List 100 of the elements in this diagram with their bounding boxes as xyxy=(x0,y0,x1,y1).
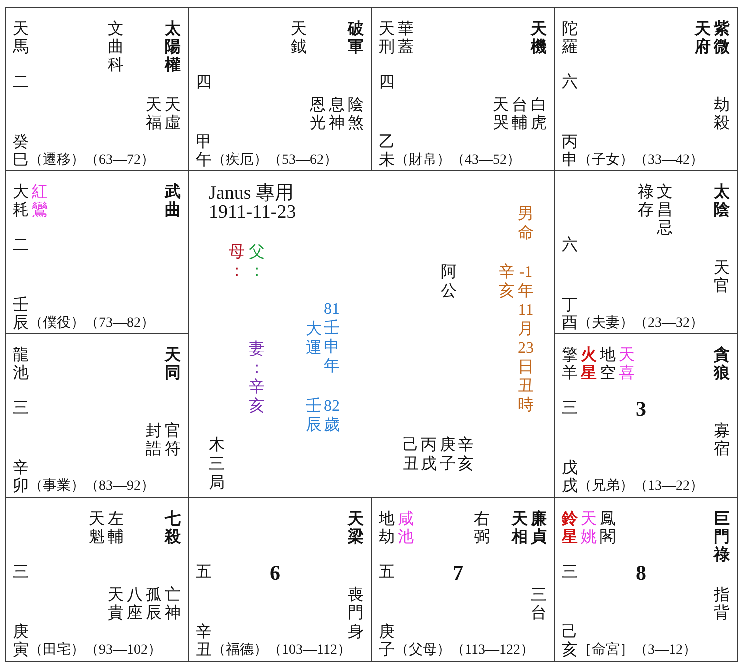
star-name: 官符 xyxy=(165,423,181,459)
star-name: 右弼 xyxy=(474,511,490,547)
star-name: 息神 xyxy=(329,97,345,133)
star-name: 紅鸞 xyxy=(32,184,48,220)
star-name: 天鉞 xyxy=(291,21,307,57)
main-star-name: 紫微 xyxy=(714,21,730,57)
star-name: 寡宿 xyxy=(714,423,730,459)
cell-numeral: 五 xyxy=(196,564,212,582)
main-star-name: 天梁 xyxy=(348,511,364,547)
palace-label: （事業）（83—92） xyxy=(29,478,155,496)
flow-year-label: 82歲 xyxy=(323,397,341,435)
palace-label: （福德）（103—112） xyxy=(212,642,352,660)
parent-label: 父： xyxy=(249,243,265,281)
star-name: 天虛 xyxy=(165,97,181,133)
palace-label: （財帛）（43—52） xyxy=(395,152,521,170)
star-name: 天貴 xyxy=(108,587,124,623)
four-pillars-column: 己丑 xyxy=(403,436,419,474)
star-name: 天官 xyxy=(714,260,730,296)
star-name: 文曲科 xyxy=(108,21,124,75)
lunar-date-label: -1年11月23日丑時 xyxy=(517,263,535,415)
cell-numeral: 二 xyxy=(13,237,29,255)
parent-label: 母： xyxy=(229,243,245,281)
main-star-name: 天相 xyxy=(512,511,528,547)
palace-label: （父母）（113—122） xyxy=(395,642,534,660)
palace-label: （僕役）（73—82） xyxy=(29,315,155,333)
cell-numeral: 三 xyxy=(13,400,29,418)
cell-numeral: 六 xyxy=(562,237,578,255)
main-star-name: 武曲 xyxy=(165,184,181,220)
star-name: 指背 xyxy=(714,587,730,623)
stem-branch-label: 庚寅 xyxy=(13,624,29,660)
cell-numeral: 三 xyxy=(562,400,578,418)
palace-cell xyxy=(554,497,738,662)
main-star-name: 天同 xyxy=(165,347,181,383)
star-name: 鳳閣 xyxy=(600,511,616,547)
birth-date: 1911-11-23 xyxy=(209,203,296,222)
star-name: 左輔 xyxy=(108,511,124,547)
star-name: 龍池 xyxy=(13,347,29,383)
cell-numeral: 四 xyxy=(379,74,395,92)
palace-cell xyxy=(5,7,189,171)
palace-label: （夫妻）（23—32） xyxy=(578,315,704,333)
star-name: 天刑 xyxy=(379,21,395,57)
palace-label: （兄弟）（13—22） xyxy=(578,478,704,496)
cell-numeral: 六 xyxy=(562,74,578,92)
stem-branch-label: 丙申 xyxy=(562,134,578,170)
star-name: 恩光 xyxy=(310,97,326,133)
palace-label: （田宅）（93—102） xyxy=(29,642,162,660)
star-name: 華蓋 xyxy=(398,21,414,57)
main-star-name: 巨門祿 xyxy=(714,511,730,565)
star-name: 台輔 xyxy=(512,97,528,133)
stem-branch-label: 甲午 xyxy=(196,134,212,170)
gender-label: 男命 xyxy=(518,205,534,243)
cell-number: 6 xyxy=(270,562,280,584)
palace-label: （子女）（33—42） xyxy=(578,152,704,170)
stem-branch-label: 己亥 xyxy=(562,624,578,660)
cell-numeral: 四 xyxy=(196,74,212,92)
star-name: 祿存 xyxy=(638,184,654,220)
cell-numeral: 五 xyxy=(379,564,395,582)
stem-branch-label: 丁酉 xyxy=(562,297,578,333)
lunar-date-label: 辛亥 xyxy=(499,263,515,301)
stem-branch-label: 癸巳 xyxy=(13,134,29,170)
star-name: 劫殺 xyxy=(714,97,730,133)
star-name: 封誥 xyxy=(146,423,162,459)
star-name: 亡神 xyxy=(165,587,181,623)
star-name: 地劫 xyxy=(379,511,395,547)
cell-number: 8 xyxy=(636,562,646,584)
main-star-name: 太陰 xyxy=(714,184,730,220)
stem-branch-label: 辛卯 xyxy=(13,460,29,496)
palace-label: ［命宮］（3—12） xyxy=(578,642,697,660)
stem-branch-label: 壬辰 xyxy=(13,297,29,333)
star-name: 地空 xyxy=(600,347,616,383)
element-bureau-label: 木三局 xyxy=(209,436,225,493)
cell-numeral: 三 xyxy=(562,564,578,582)
star-name: 天福 xyxy=(146,97,162,133)
star-name: 擎羊 xyxy=(562,347,578,383)
owner-label: Janus 專用 xyxy=(209,184,294,203)
four-pillars-column: 庚子 xyxy=(440,436,456,474)
flow-year-label: 壬辰 xyxy=(306,397,322,435)
main-star-name: 七殺 xyxy=(165,511,181,547)
star-name: 天馬 xyxy=(13,21,29,57)
palace-cell xyxy=(5,497,189,662)
body-palace-mark: 身 xyxy=(348,624,364,642)
star-name: 天哭 xyxy=(493,97,509,133)
cell-number: 7 xyxy=(453,562,464,584)
main-star-name: 廉貞 xyxy=(531,511,547,547)
star-name: 喪門 xyxy=(348,587,364,623)
star-name: 文昌忌 xyxy=(657,184,673,238)
four-pillars-column: 辛亥 xyxy=(458,436,474,474)
main-star-name: 天機 xyxy=(531,21,547,57)
star-name: 火星 xyxy=(581,347,597,383)
star-name: 天喜 xyxy=(619,347,635,383)
star-name: 天姚 xyxy=(581,511,597,547)
star-name: 陀羅 xyxy=(562,21,578,57)
main-star-name: 貪狼 xyxy=(714,347,730,383)
spouse-label: 妻：辛亥 xyxy=(249,340,265,416)
main-star-name: 破軍 xyxy=(348,21,364,57)
palace-label: （疾厄）（53—62） xyxy=(212,152,338,170)
main-star-name: 太陽權 xyxy=(165,21,181,75)
stem-branch-label: 庚子 xyxy=(379,624,395,660)
luck-period-label: 大運 xyxy=(306,320,322,358)
stem-branch-label: 戊戌 xyxy=(562,460,578,496)
